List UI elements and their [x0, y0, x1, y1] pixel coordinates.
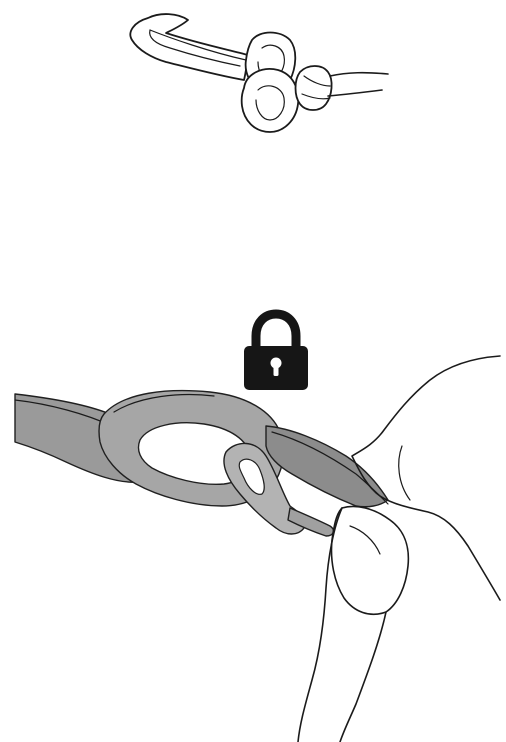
hand-finger: [298, 508, 342, 742]
clip-sketch-top: [130, 14, 388, 132]
strap-and-links-illustration: [15, 356, 500, 742]
padlock-locked-icon: [244, 314, 308, 390]
rope-line-lower: [328, 90, 382, 96]
clip-hook-outline: [130, 14, 248, 80]
rope-knot: [296, 66, 332, 110]
hand-outline-upper: [352, 356, 500, 600]
hand-thumb: [332, 507, 409, 615]
hand-wrist: [340, 612, 386, 742]
padlock-keyhole-slot: [274, 364, 279, 376]
padlock-shackle: [256, 314, 296, 348]
rope-line-upper: [330, 73, 388, 76]
chain-link-lower: [242, 69, 299, 132]
hand-crease: [399, 446, 410, 500]
hand-knuckle: [350, 526, 380, 554]
